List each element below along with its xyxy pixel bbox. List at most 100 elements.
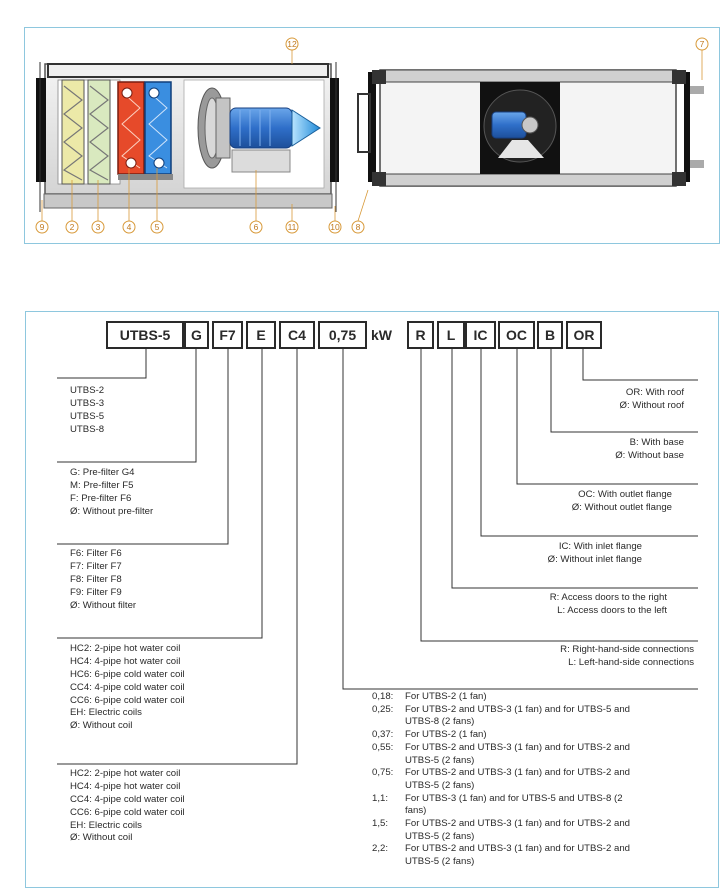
option-line: UTBS-5 xyxy=(70,410,105,422)
fan-power-key: 1,5: xyxy=(372,818,389,830)
callout-number: 11 xyxy=(288,222,297,232)
connector-prefilter xyxy=(57,349,197,463)
code-box-prefilter: G xyxy=(184,321,209,349)
code-box-filter: F7 xyxy=(212,321,243,349)
code-box-coil1: E xyxy=(246,321,276,349)
option-line: HC6: 6-pipe cold water coil xyxy=(70,668,185,680)
callout-marker: 4 xyxy=(122,168,136,234)
callout-number: 9 xyxy=(40,222,45,232)
callout-marker: 9 xyxy=(35,200,49,234)
option-line: HC4: 4-pipe hot water coil xyxy=(70,780,181,792)
callout-marker: 8 xyxy=(351,189,369,234)
option-line: IC: With inlet flange xyxy=(558,541,642,552)
option-line: R: Access doors to the right xyxy=(549,592,667,603)
fan-power-desc: For UTBS-2 (1 fan) xyxy=(405,691,487,702)
option-line: CC4: 4-pipe cold water coil xyxy=(70,681,185,693)
option-line: M: Pre-filter F5 xyxy=(70,479,134,491)
connector-filter xyxy=(57,349,229,545)
option-line: L: Left-hand-side connections xyxy=(568,656,694,668)
prefilter-cassette xyxy=(61,79,85,185)
option-line: F8: Filter F8 xyxy=(70,573,122,585)
connector-connections xyxy=(420,349,698,642)
options-size: UTBS-2 UTBS-3 UTBS-5 UTBS-8 xyxy=(70,385,104,437)
fan-power-key: 0,18: xyxy=(372,691,394,702)
connector-coil2 xyxy=(57,349,298,765)
outlet-flange xyxy=(330,78,339,182)
side-inlet-flange xyxy=(368,72,376,182)
side-view-unit xyxy=(357,69,704,187)
fan-power-key: 0,37: xyxy=(372,729,394,741)
code-panel xyxy=(25,311,719,888)
fan-power-row: 0,18: For UTBS-2 (1 fan) xyxy=(372,691,640,704)
inlet-flange xyxy=(36,78,46,182)
cutaway-unit xyxy=(36,62,339,212)
code-box-base: B xyxy=(537,321,563,349)
option-line: Ø: Without base xyxy=(615,449,684,461)
code-connectors xyxy=(57,349,698,765)
door-handle xyxy=(357,93,371,153)
option-line: CC4: 4-pipe cold water coil xyxy=(70,793,185,805)
callout-number: 4 xyxy=(127,222,132,232)
fan-power-row: 1,5: For UTBS-2 and UTBS-3 (1 fan) and fo… xyxy=(372,818,640,843)
heating-coil xyxy=(117,81,145,175)
code-box-size: UTBS-5 xyxy=(106,321,184,349)
option-line: Ø: Without inlet flange xyxy=(547,553,642,565)
options-connections: R: Right-hand-side connections L: Left-h… xyxy=(560,644,694,670)
code-box-inlet: IC xyxy=(465,321,496,349)
fan-power-desc: For UTBS-3 (1 fan) and for UTBS-5 and UT… xyxy=(405,792,623,817)
callout-number: 6 xyxy=(254,222,259,232)
options-coil2: HC2: 2-pipe hot water coil HC4: 4-pipe h… xyxy=(70,768,185,845)
callout-marker: 5 xyxy=(150,168,164,234)
code-box-doors: L xyxy=(437,321,465,349)
fan-power-desc: For UTBS-2 and UTBS-3 (1 fan) and for UT… xyxy=(405,843,631,868)
option-line: R: Right-hand-side connections xyxy=(560,644,694,655)
option-line: F: Pre-filter F6 xyxy=(70,492,132,504)
options-doors: R: Access doors to the right L: Access d… xyxy=(550,592,667,618)
option-line: G: Pre-filter G4 xyxy=(70,467,135,478)
option-line: F6: Filter F6 xyxy=(70,548,122,559)
callout-marker: 3 xyxy=(91,180,105,234)
options-roof: OR: With roof Ø: Without roof xyxy=(619,387,684,413)
option-line: Ø: Without outlet flange xyxy=(571,501,672,513)
side-fan xyxy=(480,82,560,174)
fan-power-row: 0,37:For UTBS-2 (1 fan) xyxy=(372,729,640,742)
callout-marker: 11 xyxy=(285,204,299,234)
fan-power-key: 0,55: xyxy=(372,741,394,753)
fan-assembly xyxy=(183,79,325,189)
option-line: UTBS-2 xyxy=(70,385,105,396)
options-coil1: HC2: 2-pipe hot water coil HC4: 4-pipe h… xyxy=(70,643,185,733)
callout-number: 12 xyxy=(287,39,297,49)
connector-coil1 xyxy=(57,349,263,639)
option-line: Ø: Without roof xyxy=(619,399,684,411)
option-line: CC6: 6-pipe cold water coil xyxy=(70,806,185,818)
code-box-outlet: OC xyxy=(498,321,535,349)
fan-power-key: 0,75: xyxy=(372,767,394,779)
fan-power-row: 2,2:For UTBS-2 and UTBS-3 (1 fan) and fo… xyxy=(372,843,640,868)
options-inlet: IC: With inlet flange Ø: Without inlet f… xyxy=(548,541,642,567)
connector-doors xyxy=(451,349,698,589)
connector-size xyxy=(57,349,147,379)
option-line: OC: With outlet flange xyxy=(578,489,672,500)
option-line: F7: Filter F7 xyxy=(70,560,122,572)
code-box-fan-power: 0,75 xyxy=(318,321,367,349)
callout-marker: 10 xyxy=(328,206,342,234)
cooling-coil xyxy=(144,81,172,175)
callout-marker: 2 xyxy=(65,180,79,234)
unit-base xyxy=(43,193,333,209)
connector-outlet xyxy=(516,349,698,485)
connector-inlet xyxy=(480,349,698,537)
fan-power-row: 1,1: For UTBS-3 (1 fan) and for UTBS-5 an… xyxy=(372,793,640,818)
option-line: HC2: 2-pipe hot water coil xyxy=(70,643,181,654)
callout-number: 7 xyxy=(700,39,705,49)
option-line: CC6: 6-pipe cold water coil xyxy=(70,694,185,706)
fan-power-key: 1,1: xyxy=(372,792,389,804)
option-line: Ø: Without coil xyxy=(70,832,133,844)
callout-marker: 7 xyxy=(695,37,709,80)
fan-power-desc: For UTBS-2 and UTBS-3 (1 fan) and for UT… xyxy=(405,818,631,842)
unit-diagram-panel xyxy=(24,27,720,244)
code-box-roof: OR xyxy=(566,321,602,349)
fan-power-desc: For UTBS-2 and UTBS-3 (1 fan) and for UT… xyxy=(405,741,631,766)
option-line: OR: With roof xyxy=(625,387,684,398)
option-line: EH: Electric coils xyxy=(70,819,142,831)
